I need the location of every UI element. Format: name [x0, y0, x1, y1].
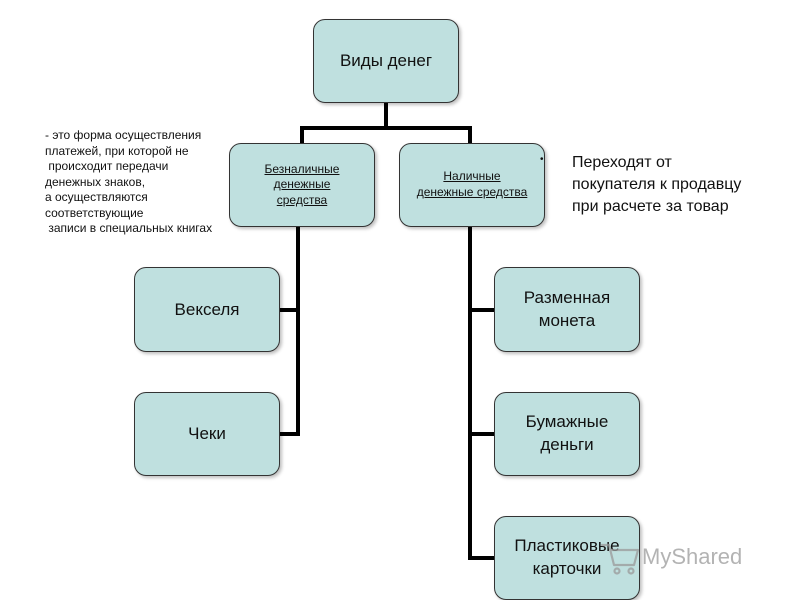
- cashless-note-line: платежей, при которой не: [45, 143, 189, 158]
- node-cashless-funds-label: Безналичные денежные средства: [264, 161, 340, 207]
- node-cheki-label: Чеки: [188, 424, 226, 443]
- cash-note-line: покупателя к продавцу: [572, 176, 742, 193]
- watermark-text: MyShared: [642, 544, 742, 569]
- cashless-note-line: происходит передачи: [45, 159, 169, 173]
- node-vidy-deneg: Виды денег: [313, 19, 459, 103]
- cashless-note-line: а осуществляются: [45, 190, 148, 204]
- node-coin-label: Разменная монета: [523, 287, 611, 330]
- myshared-watermark-logo: MyShared: [600, 543, 742, 575]
- node-paper-money: Бумажные деньги: [494, 392, 640, 476]
- node-cash-funds-label: Наличные денежные средства: [416, 169, 528, 199]
- node-plastic-cards-label: Пластиковые карточки: [514, 536, 620, 578]
- node-paper-money-label: Бумажные деньги: [525, 412, 609, 454]
- cash-note-line: при расчете за товар: [572, 198, 729, 215]
- node-cheki: Чеки: [134, 392, 280, 476]
- cashless-definition-note: - это форма осуществления платежей, при …: [45, 128, 245, 237]
- cash-note-text: Переходят от покупателя к продавцу при р…: [572, 152, 800, 218]
- node-vidy-deneg-label: Виды денег: [339, 51, 433, 70]
- bullet-icon: •: [540, 154, 544, 165]
- node-cashless-funds: Безналичные денежные средства: [229, 143, 375, 227]
- cash-note-line: Переходят от: [572, 154, 672, 171]
- cashless-note-line: записи в специальных книгах: [45, 221, 213, 235]
- node-veksel-label: Векселя: [174, 299, 240, 319]
- shopping-cart-icon: [600, 543, 640, 575]
- cashless-note-line: - это форма осуществления: [45, 128, 202, 142]
- node-veksel: Векселя: [134, 267, 280, 352]
- node-cash-funds: Наличные денежные средства: [399, 143, 545, 227]
- cashless-note-line: соответствующие: [45, 205, 144, 220]
- node-coin: Разменная монета: [494, 267, 640, 352]
- cashless-note-line: денежных знаков,: [45, 174, 146, 189]
- node-plastic-cards: Пластиковые карточки: [494, 516, 640, 600]
